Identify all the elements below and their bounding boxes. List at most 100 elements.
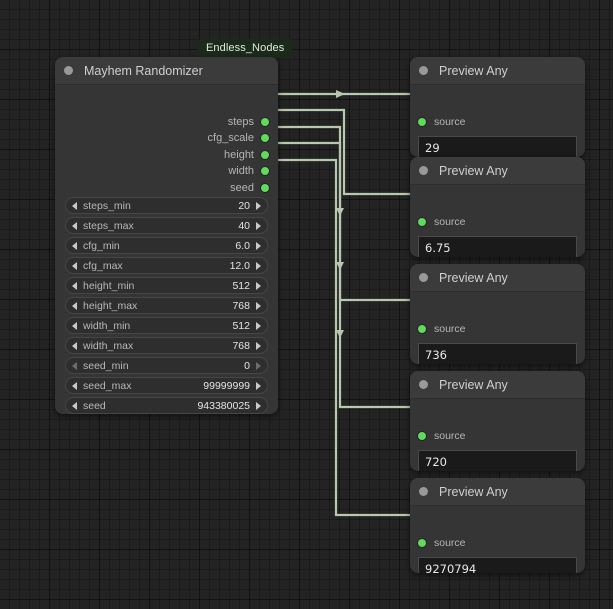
decrement-arrow-icon[interactable]: [72, 221, 77, 230]
increment-arrow-icon[interactable]: [256, 361, 261, 370]
increment-arrow-icon[interactable]: [256, 281, 261, 290]
preview-value: 736: [425, 348, 447, 362]
output-slot-seed[interactable]: seed: [230, 182, 269, 194]
input-slot-label: source: [434, 216, 466, 228]
node-preview-any-4[interactable]: Preview Any source 720: [410, 371, 585, 471]
widget-seed-min[interactable]: seed_min 0: [65, 357, 268, 374]
widget-value[interactable]: 99999999: [203, 379, 250, 392]
increment-arrow-icon[interactable]: [256, 261, 261, 270]
output-port-dot[interactable]: [261, 134, 269, 142]
node-title-bar[interactable]: Mayhem Randomizer: [55, 57, 278, 85]
decrement-arrow-icon[interactable]: [72, 321, 77, 330]
input-port-dot[interactable]: [418, 432, 426, 440]
input-slot-source[interactable]: source: [418, 430, 466, 442]
collapse-toggle-icon[interactable]: [419, 380, 428, 389]
widget-value[interactable]: 0: [244, 359, 250, 372]
widget-value[interactable]: 512: [232, 279, 250, 292]
increment-arrow-icon[interactable]: [256, 201, 261, 210]
increment-arrow-icon[interactable]: [256, 221, 261, 230]
widget-value[interactable]: 12.0: [229, 259, 250, 272]
widget-value[interactable]: 768: [232, 299, 250, 312]
input-slot-source[interactable]: source: [418, 216, 466, 228]
node-preview-any-2[interactable]: Preview Any source 6.75: [410, 157, 585, 257]
collapse-toggle-icon[interactable]: [419, 166, 428, 175]
decrement-arrow-icon[interactable]: [72, 341, 77, 350]
widget-value[interactable]: 943380025: [197, 399, 250, 412]
preview-text-box[interactable]: 9270794: [418, 557, 577, 573]
widget-steps-max[interactable]: steps_max 40: [65, 217, 268, 234]
collapse-toggle-icon[interactable]: [419, 66, 428, 75]
widget-cfg-min[interactable]: cfg_min 6.0: [65, 237, 268, 254]
collapse-toggle-icon[interactable]: [64, 66, 73, 75]
input-port-dot[interactable]: [418, 218, 426, 226]
widget-height-min[interactable]: height_min 512: [65, 277, 268, 294]
input-port-dot[interactable]: [418, 539, 426, 547]
output-slot-label: width: [228, 165, 254, 177]
widget-width-max[interactable]: width_max 768: [65, 337, 268, 354]
collapse-toggle-icon[interactable]: [419, 487, 428, 496]
link-arrow-right: [336, 90, 345, 98]
widget-value[interactable]: 40: [238, 219, 250, 232]
widget-steps-min[interactable]: steps_min 20: [65, 197, 268, 214]
input-slot-source[interactable]: source: [418, 537, 466, 549]
decrement-arrow-icon[interactable]: [72, 401, 77, 410]
widget-width-min[interactable]: width_min 512: [65, 317, 268, 334]
node-preview-any-3[interactable]: Preview Any source 736: [410, 264, 585, 364]
decrement-arrow-icon[interactable]: [72, 381, 77, 390]
input-slot-source[interactable]: source: [418, 323, 466, 335]
widget-seed[interactable]: seed 943380025: [65, 397, 268, 414]
widget-value[interactable]: 20: [238, 199, 250, 212]
decrement-arrow-icon[interactable]: [72, 301, 77, 310]
node-preview-any-5[interactable]: Preview Any source 9270794: [410, 478, 585, 573]
decrement-arrow-icon[interactable]: [72, 241, 77, 250]
increment-arrow-icon[interactable]: [256, 301, 261, 310]
output-slot-steps[interactable]: steps: [228, 116, 269, 128]
widget-value[interactable]: 512: [232, 319, 250, 332]
output-port-dot[interactable]: [261, 118, 269, 126]
link-width: [272, 141, 416, 409]
group-title-badge[interactable]: Endless_Nodes: [198, 39, 293, 58]
widget-label: seed_max: [83, 379, 132, 392]
input-port-dot[interactable]: [418, 118, 426, 126]
output-slot-width[interactable]: width: [228, 165, 269, 177]
node-preview-any-1[interactable]: Preview Any source 29: [410, 57, 585, 157]
node-mayhem-randomizer[interactable]: Mayhem Randomizer steps cfg_scale height…: [55, 57, 278, 414]
output-slot-cfg-scale[interactable]: cfg_scale: [208, 132, 269, 144]
widget-cfg-max[interactable]: cfg_max 12.0: [65, 257, 268, 274]
link-seed: [272, 158, 416, 517]
widget-value[interactable]: 768: [232, 339, 250, 352]
node-title-bar[interactable]: Preview Any: [410, 478, 585, 506]
decrement-arrow-icon[interactable]: [72, 201, 77, 210]
collapse-toggle-icon[interactable]: [419, 273, 428, 282]
increment-arrow-icon[interactable]: [256, 401, 261, 410]
input-slot-source[interactable]: source: [418, 116, 466, 128]
preview-text-box[interactable]: 736: [418, 343, 577, 364]
node-title-label: Preview Any: [439, 163, 508, 178]
widget-label: seed_min: [83, 359, 129, 372]
preview-value: 29: [425, 141, 440, 155]
output-slot-height[interactable]: height: [224, 149, 269, 161]
preview-text-box[interactable]: 29: [418, 136, 577, 157]
node-title-bar[interactable]: Preview Any: [410, 57, 585, 85]
decrement-arrow-icon[interactable]: [72, 281, 77, 290]
widget-seed-max[interactable]: seed_max 99999999: [65, 377, 268, 394]
widget-height-max[interactable]: height_max 768: [65, 297, 268, 314]
input-port-dot[interactable]: [418, 325, 426, 333]
decrement-arrow-icon[interactable]: [72, 261, 77, 270]
increment-arrow-icon[interactable]: [256, 321, 261, 330]
increment-arrow-icon[interactable]: [256, 381, 261, 390]
output-port-dot[interactable]: [261, 184, 269, 192]
output-port-dot[interactable]: [261, 167, 269, 175]
preview-text-box[interactable]: 6.75: [418, 236, 577, 257]
decrement-arrow-icon[interactable]: [72, 361, 77, 370]
increment-arrow-icon[interactable]: [256, 241, 261, 250]
preview-text-box[interactable]: 720: [418, 450, 577, 471]
widget-value[interactable]: 6.0: [235, 239, 250, 252]
node-title-bar[interactable]: Preview Any: [410, 264, 585, 292]
node-title-bar[interactable]: Preview Any: [410, 371, 585, 399]
output-port-dot[interactable]: [261, 151, 269, 159]
increment-arrow-icon[interactable]: [256, 341, 261, 350]
node-title-bar[interactable]: Preview Any: [410, 157, 585, 185]
output-slot-label: steps: [227, 116, 254, 128]
